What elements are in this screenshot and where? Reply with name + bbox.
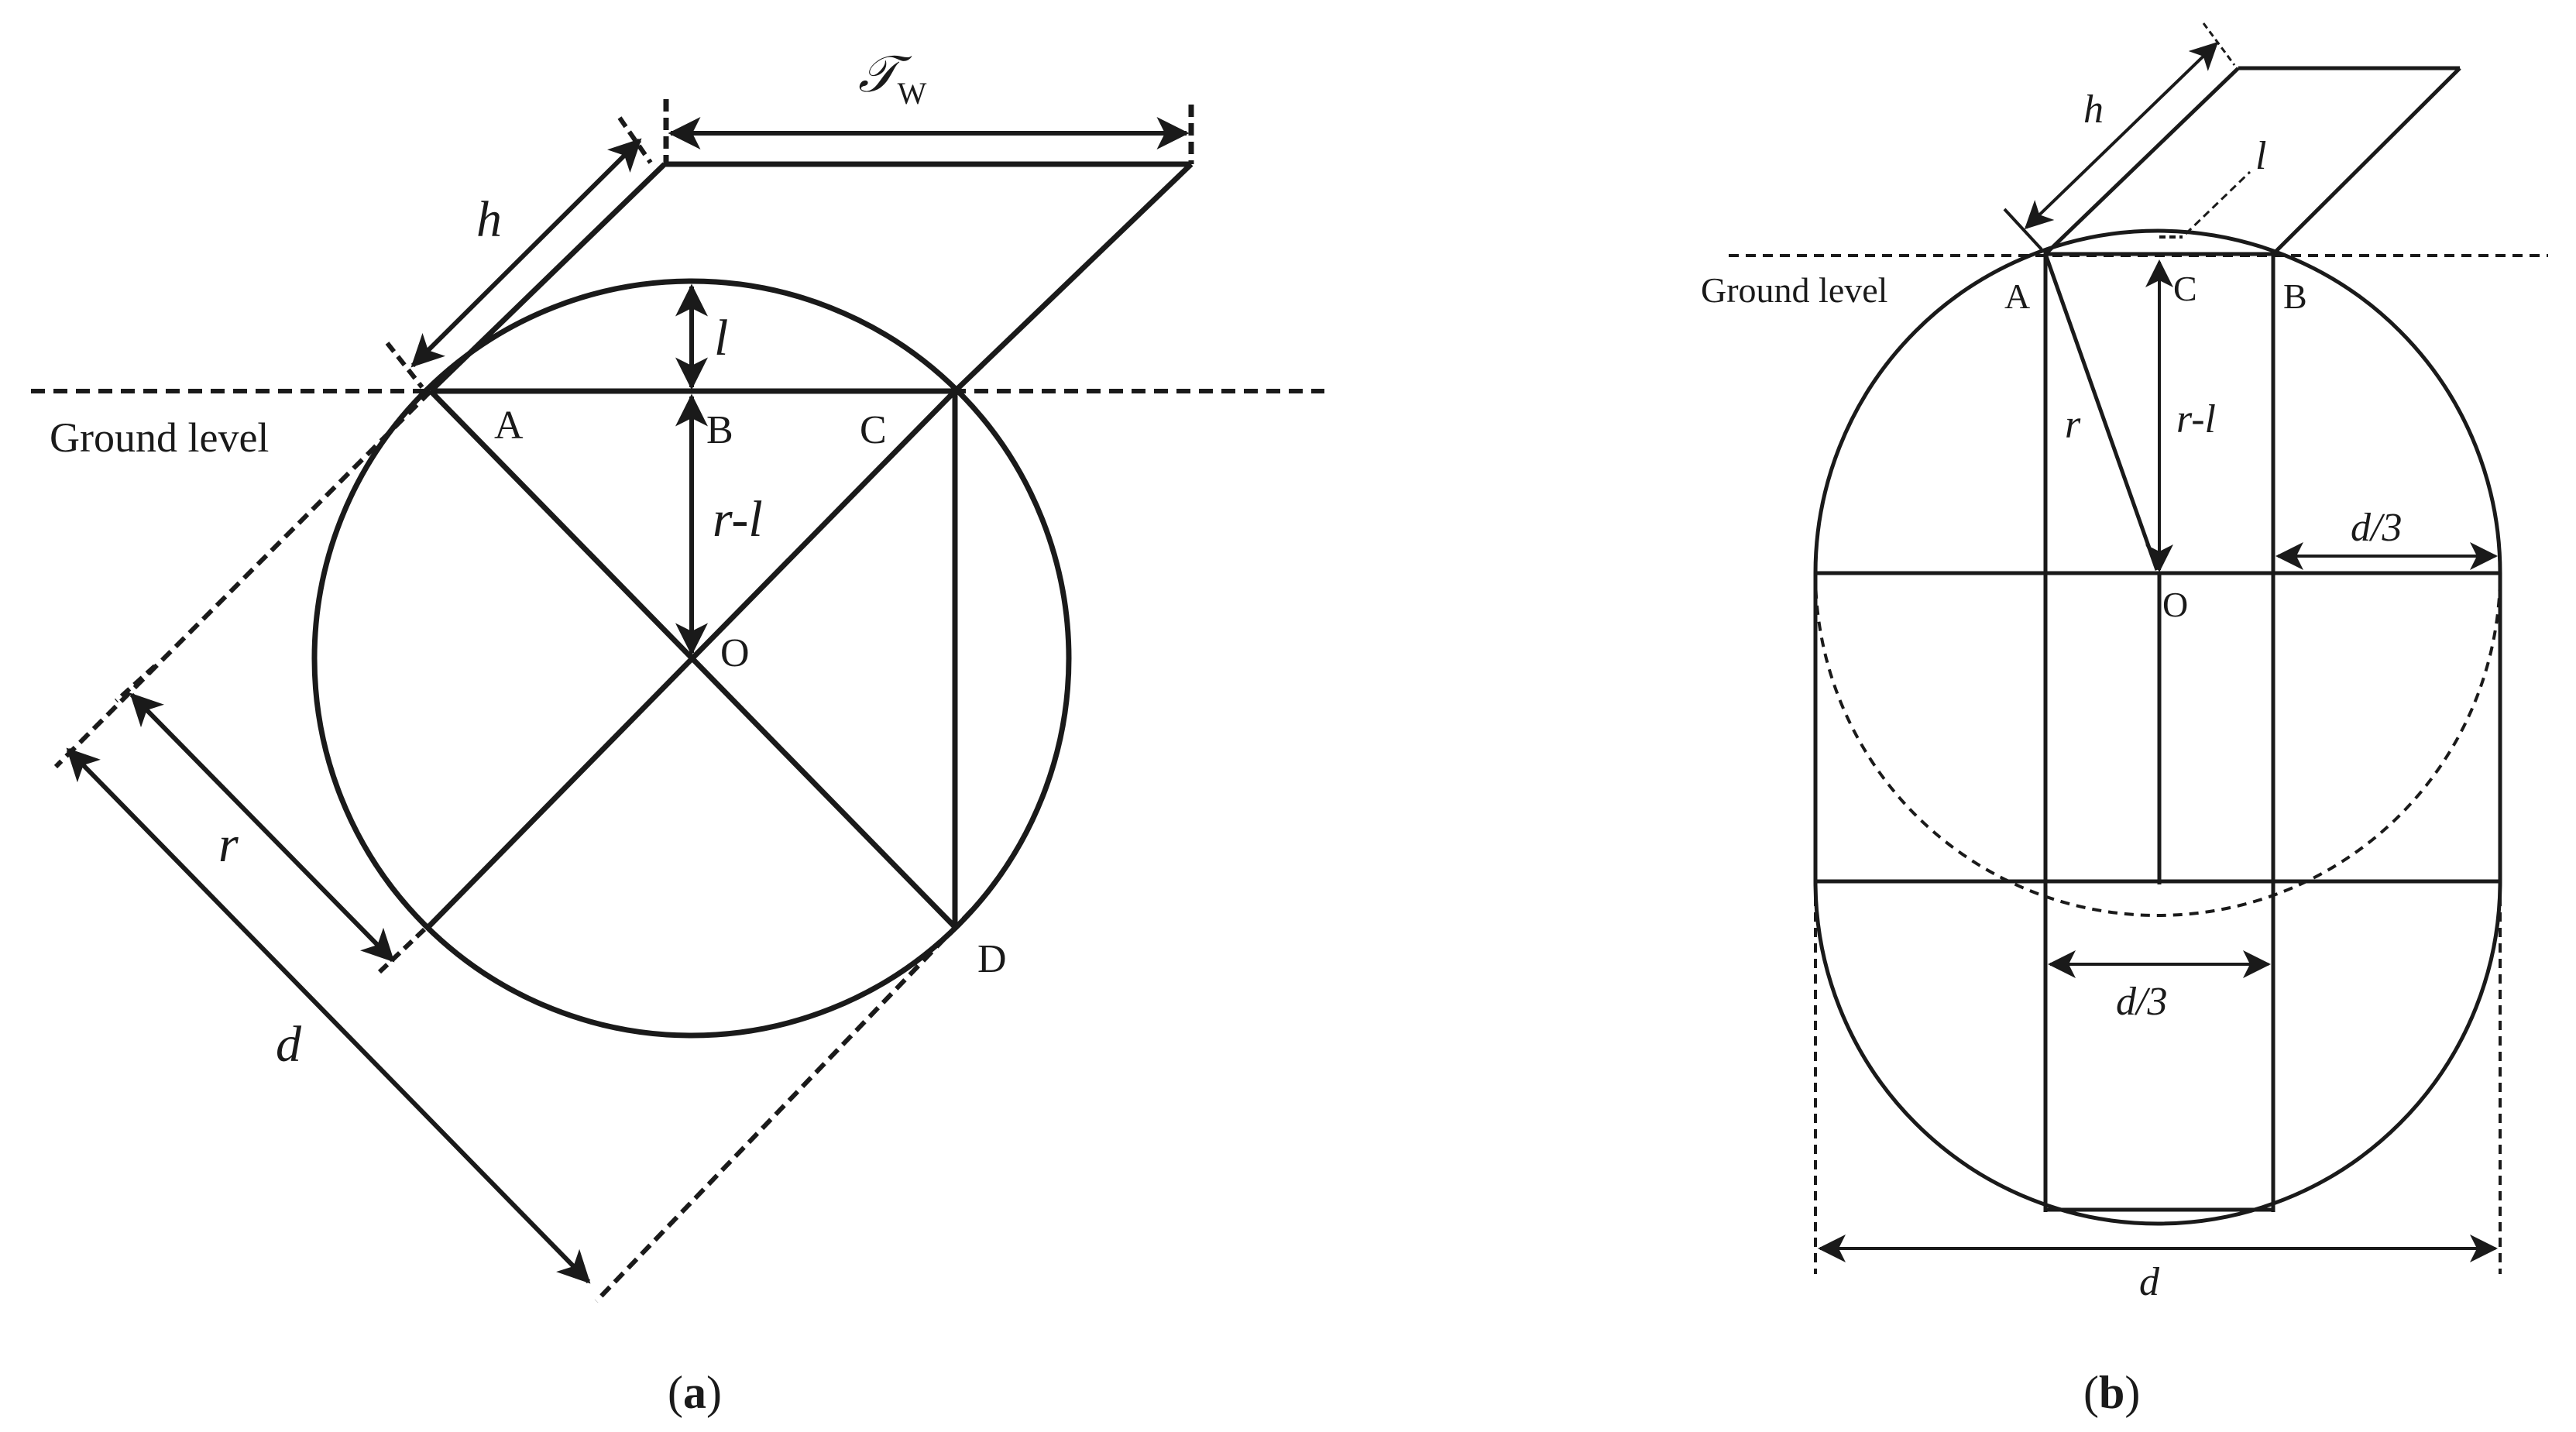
caption-a: (a) [668, 1367, 722, 1418]
panel-a [31, 99, 1324, 1303]
water-b-left [2044, 67, 2240, 256]
top-arc [1813, 228, 2502, 574]
panel-b [1729, 22, 2548, 1274]
point-o-label: O [720, 631, 750, 675]
extension-line-upper [53, 389, 433, 769]
point-b-label: B [706, 408, 733, 452]
point-d-label: D [977, 937, 1007, 981]
bottom-arc [1813, 881, 2502, 1226]
caption-a-close: ) [706, 1367, 722, 1418]
pipe-circle-a [311, 278, 1072, 1039]
h-dimension-arrow-b [2024, 41, 2219, 230]
point-a-label: A [494, 404, 524, 448]
ground-level-label-a: Ground level [50, 414, 269, 461]
point-c-label: C [860, 408, 887, 452]
point-o-label-b: O [2162, 585, 2188, 624]
d-third-label-right: d/3 [2351, 506, 2402, 550]
caption-b-open: ( [2083, 1367, 2099, 1418]
point-a-label-b: A [2004, 276, 2030, 316]
caption-b-letter: b [2099, 1367, 2124, 1418]
l-label-a: l [714, 310, 728, 366]
water-right-edge [953, 162, 1194, 393]
r-label-a: r [218, 816, 239, 873]
radius-line [2043, 253, 2159, 571]
r-tick-top [114, 664, 157, 703]
panel-a-labels: Ground level A B C D O h l r-l r d 𝒯W (a… [50, 46, 1007, 1418]
dashed-circle-arc [1814, 572, 2502, 917]
caption-a-open: ( [668, 1367, 683, 1418]
h-label-a: h [476, 191, 502, 248]
h-tick-bottom [385, 342, 424, 389]
d-third-label-center: d/3 [2116, 980, 2167, 1024]
h-tick-b-top [2202, 22, 2236, 66]
d-label-b: d [2139, 1260, 2160, 1304]
h-dimension-arrow [410, 138, 642, 368]
tw-label: 𝒯W [858, 46, 927, 111]
ground-level-label-b: Ground level [1701, 270, 1887, 310]
water-b-right [2272, 67, 2461, 256]
point-b-label-b: B [2283, 276, 2307, 316]
h-tick-b [2003, 208, 2043, 251]
point-c-label-b: C [2173, 269, 2197, 308]
tw-subscript: W [898, 76, 927, 111]
d-label-a: d [276, 1016, 302, 1073]
caption-b: (b) [2083, 1367, 2140, 1418]
caption-b-close: ) [2124, 1367, 2140, 1418]
water-left-edge [428, 162, 667, 393]
r-label-b: r [2065, 403, 2081, 447]
l-label-b: l [2255, 134, 2266, 178]
panel-b-labels: Ground level A C B O h l r r-l d/3 d/3 d… [1701, 88, 2402, 1418]
l-leader [2184, 170, 2251, 235]
caption-a-letter: a [683, 1367, 706, 1418]
extension-line-lower [594, 908, 974, 1303]
r-minus-l-label-b: r-l [2176, 397, 2216, 441]
r-minus-l-label-a: r-l [713, 491, 763, 548]
d-dimension-arrow [66, 747, 591, 1284]
h-label-b: h [2083, 88, 2104, 132]
